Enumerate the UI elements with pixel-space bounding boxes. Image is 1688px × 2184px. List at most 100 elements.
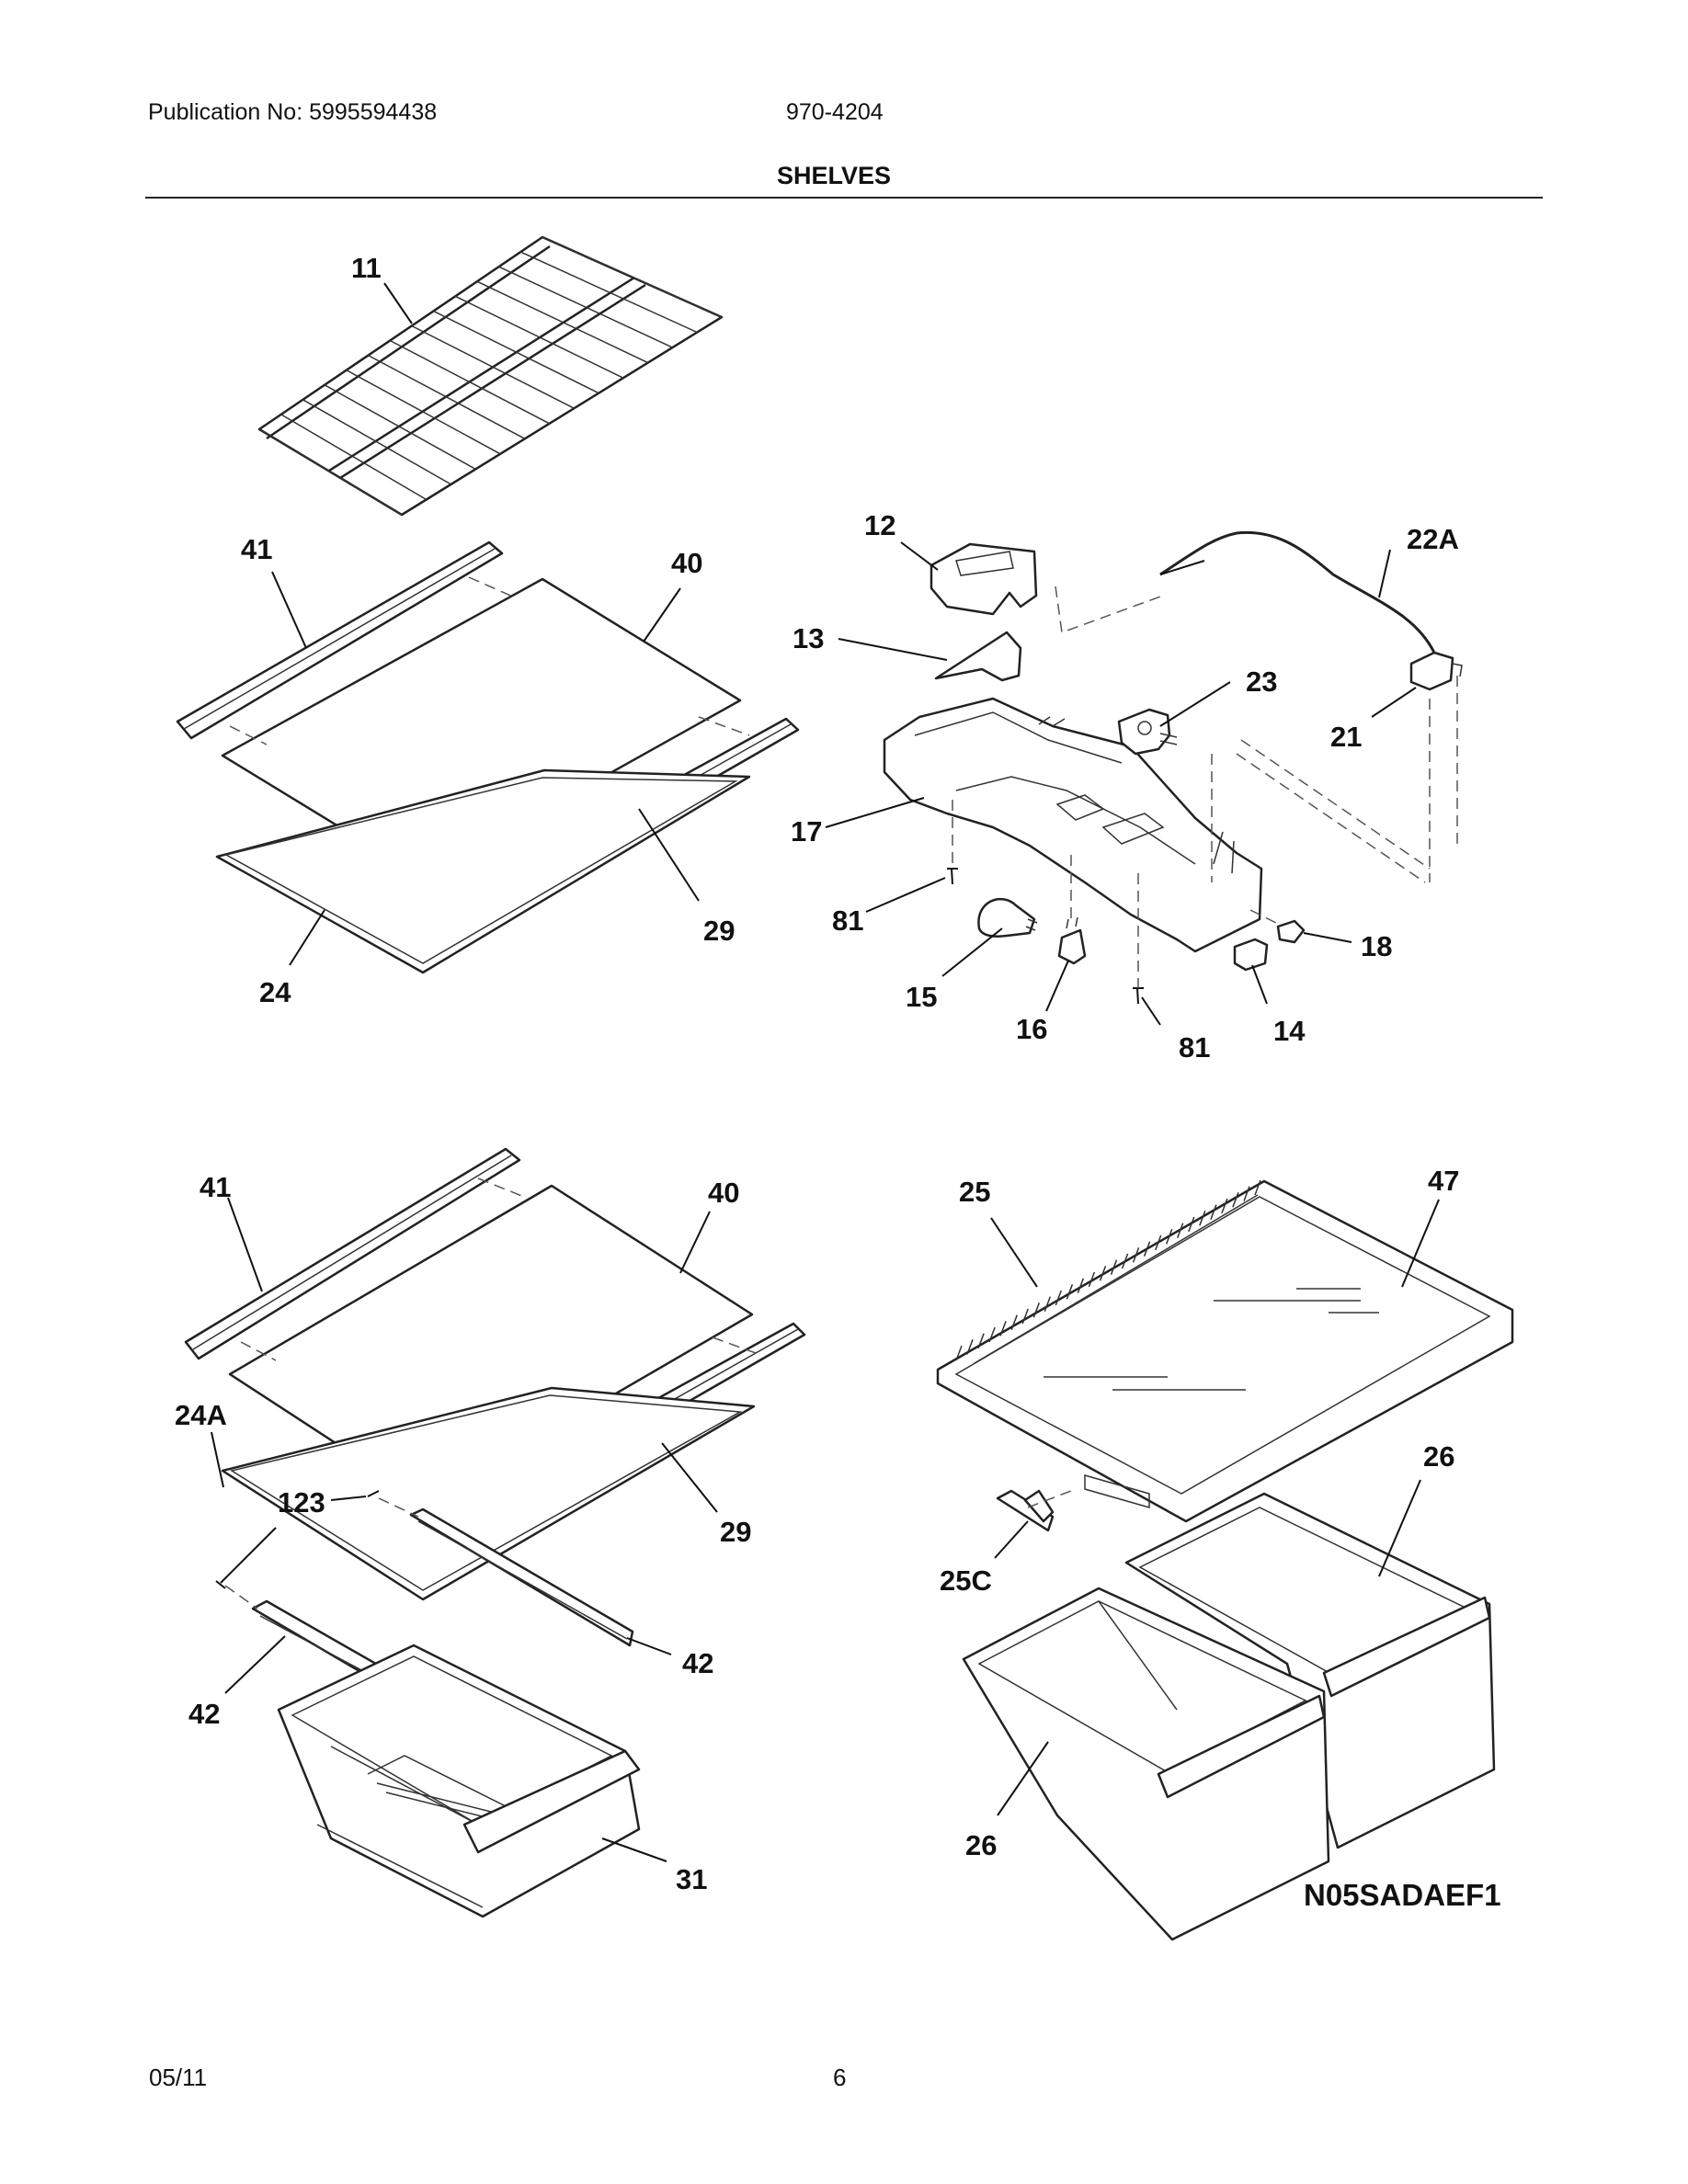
header-divider <box>145 197 1543 199</box>
wire-rung <box>498 266 673 348</box>
callout-25: 25 <box>959 1176 990 1208</box>
cover-vent-slot <box>1010 1314 1018 1330</box>
footer-page-number: 6 <box>833 2064 847 2091</box>
callout-123: 123 <box>278 1486 325 1519</box>
callout-42-left: 42 <box>188 1698 220 1730</box>
callout-42-right: 42 <box>682 1647 713 1679</box>
cover-vent-slot <box>988 1326 996 1343</box>
screw-81-left <box>947 868 958 885</box>
wire-rung <box>433 310 599 394</box>
callout-11: 11 <box>351 252 382 284</box>
wire-rung <box>346 370 501 455</box>
cover-vent-slot <box>1154 1234 1162 1251</box>
cover-vent-slot <box>1121 1253 1129 1269</box>
cover-vent-slot <box>1077 1278 1085 1293</box>
cover-vent-slot <box>1021 1308 1029 1325</box>
cover-vent-slot <box>1055 1290 1063 1306</box>
wire-rung <box>454 295 624 379</box>
wire-rung <box>258 428 403 516</box>
callout-81-right: 81 <box>1179 1031 1210 1064</box>
wire-rung <box>280 414 428 501</box>
callout-26-right: 26 <box>1423 1440 1454 1473</box>
cover-vent-slot <box>1232 1192 1239 1208</box>
callout-40-lower: 40 <box>708 1177 739 1209</box>
shelf-frame-24a <box>221 1386 756 1601</box>
cover-vent-slot <box>1243 1186 1250 1201</box>
callout-21: 21 <box>1330 721 1362 753</box>
shelf-trim-41-upper <box>176 540 504 740</box>
light-bulb-15 <box>977 897 1038 938</box>
wire-rung <box>302 399 451 485</box>
cover-vent-slot <box>1110 1259 1118 1275</box>
diagram-code: N05SADAEF1 <box>1304 1878 1501 1912</box>
light-housing-17 <box>883 697 1263 953</box>
cover-vent-slot <box>1199 1211 1206 1226</box>
leader-lines <box>211 282 1440 1862</box>
callout-16: 16 <box>1016 1013 1047 1045</box>
callout-18: 18 <box>1361 930 1392 962</box>
cover-vent-slot <box>1032 1302 1041 1318</box>
cover-vent-slot <box>966 1339 974 1355</box>
callout-24: 24 <box>259 976 291 1008</box>
cover-vent-slot <box>1210 1204 1217 1220</box>
cover-vent-slot <box>1143 1241 1151 1257</box>
cover-vent-slot <box>1188 1216 1195 1233</box>
light-lens-13 <box>934 631 1022 682</box>
publication-number: Publication No: 5995594438 <box>148 99 438 125</box>
callout-26-left: 26 <box>965 1829 997 1861</box>
cover-vent-slot <box>1132 1247 1140 1263</box>
callout-29-upper: 29 <box>703 915 735 947</box>
callout-81-left: 81 <box>832 904 863 937</box>
light-shield-12 <box>930 542 1038 616</box>
cover-vent-slot <box>1044 1296 1052 1312</box>
cover-vent-slot <box>999 1321 1007 1337</box>
screw-81-right <box>1133 987 1144 1005</box>
cover-vent-slot <box>1254 1179 1261 1196</box>
light-socket-16 <box>1057 916 1087 965</box>
callout-14: 14 <box>1273 1015 1306 1047</box>
cover-bracket-25c <box>996 1489 1055 1532</box>
wire-rung <box>389 339 550 425</box>
cover-vent-slot <box>1221 1198 1228 1214</box>
cover-vent-slot <box>1176 1223 1184 1238</box>
cover-vent-slot <box>1165 1229 1173 1245</box>
callout-17: 17 <box>791 815 822 847</box>
wire-shelf-11 <box>257 235 724 517</box>
connector-21 <box>1409 651 1463 691</box>
callout-23: 23 <box>1246 665 1277 698</box>
wire-rung <box>519 251 698 334</box>
slide-rail-42-right <box>409 1507 634 1647</box>
callout-47: 47 <box>1428 1165 1459 1197</box>
wire-rung <box>476 280 649 364</box>
cover-vent-slot <box>1066 1284 1074 1300</box>
wire-rung <box>542 236 723 318</box>
model-number: 970-4204 <box>786 99 884 125</box>
wire-rung <box>411 324 575 409</box>
screw-123-lower <box>215 1580 226 1589</box>
wire-rung <box>324 384 476 471</box>
crisper-cover-glass-47 <box>1044 1288 1379 1391</box>
callout-41-lower: 41 <box>200 1171 231 1203</box>
thermostat-control-23 <box>1117 708 1178 756</box>
cover-vent-slot <box>955 1345 963 1361</box>
page-title: SHELVES <box>777 162 892 189</box>
callout-29-lower: 29 <box>720 1516 751 1548</box>
callout-41-upper: 41 <box>241 533 272 565</box>
crisper-cover-frame-25 <box>936 1179 1514 1523</box>
footer-date: 05/11 <box>149 2064 208 2091</box>
callout-12: 12 <box>864 509 895 541</box>
cover-vent-slot <box>1088 1271 1096 1288</box>
switch-button-18 <box>1276 919 1306 944</box>
callout-40-upper: 40 <box>671 547 702 579</box>
callout-24a: 24A <box>175 1399 227 1431</box>
shelf-trim-41-lower <box>184 1147 521 1360</box>
shelf-frame-24 <box>215 768 751 974</box>
light-switch-14 <box>1233 938 1269 972</box>
wiring-harness-22a <box>1159 530 1436 654</box>
crisper-drawer-26-left <box>962 1587 1330 1941</box>
callout-15: 15 <box>906 981 937 1013</box>
cover-vent-slot <box>977 1333 985 1348</box>
crisper-drawer-31 <box>277 1644 641 1918</box>
callout-22a: 22A <box>1407 523 1459 555</box>
